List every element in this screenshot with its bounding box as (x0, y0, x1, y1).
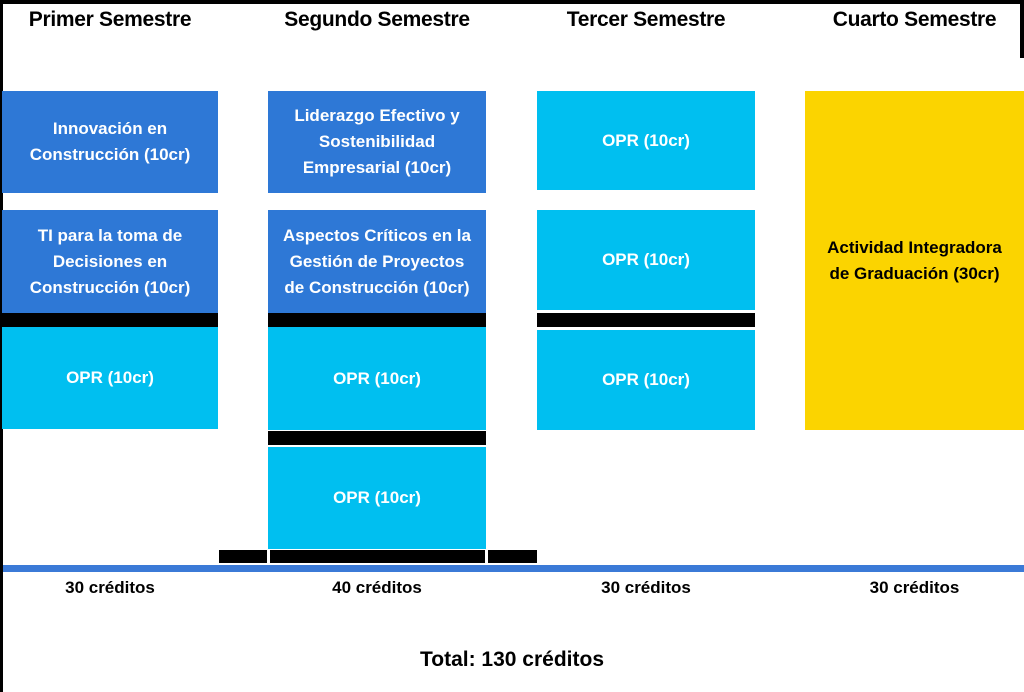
page-border-left (0, 0, 3, 692)
course-box-label: TI para la toma de Decisiones en Constru… (29, 225, 191, 297)
course-box-label: Liderazgo Efectivo y Sostenibilidad Empr… (294, 106, 460, 177)
course-box-label: Actividad Integradora de Graduación (30c… (827, 237, 1002, 283)
course-box: Innovación en Construcción (10cr) (2, 91, 218, 193)
course-box: OPR (10cr) (537, 91, 755, 190)
connector-bar (219, 550, 267, 563)
course-box: OPR (10cr) (268, 447, 486, 549)
page-border-top (0, 0, 1024, 4)
course-box: Liderazgo Efectivo y Sostenibilidad Empr… (268, 91, 486, 193)
course-box: OPR (10cr) (2, 327, 218, 429)
course-box: Actividad Integradora de Graduación (30c… (805, 91, 1024, 430)
course-box-label: Innovación en Construcción (10cr) (29, 119, 191, 164)
course-box: Aspectos Críticos en la Gestión de Proye… (268, 210, 486, 313)
credits-label-3: 30 créditos (601, 578, 691, 597)
course-box-label: OPR (10cr) (333, 368, 421, 388)
credits-label-4: 30 créditos (869, 578, 960, 597)
separator-bar (268, 431, 486, 445)
course-box-label: OPR (10cr) (66, 368, 154, 387)
course-box: OPR (10cr) (268, 327, 486, 430)
separator-bar (0, 313, 218, 327)
semester-title-1: Primer Semestre (28, 8, 192, 31)
separator-bar (537, 313, 755, 327)
credits-axis-line (3, 565, 1024, 572)
course-box: TI para la toma de Decisiones en Constru… (2, 210, 218, 313)
course-box: OPR (10cr) (537, 210, 755, 310)
semester-title-3: Tercer Semestre (566, 8, 726, 31)
course-box-label: Aspectos Críticos en la Gestión de Proye… (282, 225, 471, 297)
separator-bar (268, 313, 486, 327)
credits-label-1: 30 créditos (65, 578, 155, 597)
credits-label-2: 40 créditos (332, 578, 422, 597)
course-box-label: OPR (10cr) (602, 370, 690, 389)
semester-title-4: Cuarto Semestre (832, 8, 997, 31)
page-border-right-segment (1020, 0, 1024, 58)
course-box-label: OPR (10cr) (602, 250, 690, 269)
connector-bar (488, 550, 537, 563)
connector-bar (270, 550, 485, 563)
total-credits-label: Total: 130 créditos (420, 648, 604, 671)
course-box: OPR (10cr) (537, 330, 755, 430)
course-box-label: OPR (10cr) (602, 130, 690, 150)
course-box-label: OPR (10cr) (333, 488, 421, 507)
semester-title-2: Segundo Semestre (284, 8, 470, 31)
